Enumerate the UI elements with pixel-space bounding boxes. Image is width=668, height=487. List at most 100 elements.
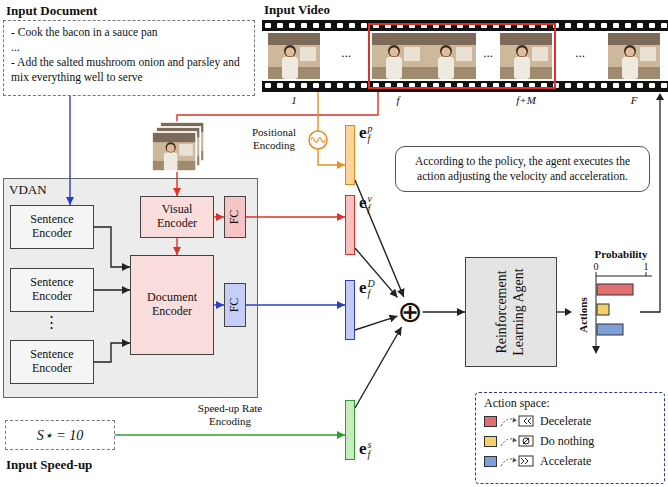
sentence-encoder: Sentence Encoder [10,205,94,249]
connector [214,304,224,305]
box-text: - Add the salted mushroom onion and pars… [11,55,247,85]
chart-label: 0 [594,261,599,272]
vdan-module: VDANSentence EncoderVisual EncoderSenten… [3,178,258,398]
superscript: D [368,279,375,290]
sentence-encoder: Sentence Encoder [10,340,94,384]
input-document-box: Input Document- Cook the bacon in a sauc… [3,20,255,96]
document-encoder: Document Encoder [130,255,214,355]
text-group: Document Encoder [134,291,210,319]
connector [176,238,177,255]
embedding-vector: epf [345,125,355,185]
connector [177,92,378,196]
box-heading: Input Video [264,2,330,18]
text-group: Sentence Encoder [14,348,90,376]
icon-glyph [523,438,529,444]
action-flow-arrows [557,93,664,316]
arrow-head [513,458,518,463]
icon-frame [519,436,533,446]
text-group: Visual Encoder [144,203,210,231]
arrow-head [513,418,518,423]
rl-agent-box: Reinforcement Learning Agent [465,257,557,367]
vector-label: evf [359,193,372,215]
connector [94,289,130,290]
legend-swatch [484,436,497,447]
embedding-vector: evf [345,195,355,255]
box-label: Visual Encoder [144,203,210,231]
subscript: f [368,289,375,300]
connector [69,96,70,205]
connector [115,434,345,435]
box-label: Sentence Encoder [14,348,90,376]
connector [355,248,398,297]
legend-label: Accelerate [540,454,591,469]
fc-layer: FC [224,196,246,238]
subscript: f [368,134,373,145]
legend-heading: Action space: [484,396,656,411]
icon-glyph [521,458,528,464]
embedding-vector: eDf [345,280,355,340]
legend-swatch [484,456,497,467]
legend-row: Accelerate [484,451,656,471]
edge-label: Positional Encoding [242,126,306,152]
subscript: f [368,450,372,461]
video-filmstrip: Input Video [262,20,668,92]
embedding-vector: esf [345,400,355,460]
vdan-ground [3,178,258,398]
box-heading: Input Document [6,3,97,20]
index-stack: pf [368,124,373,145]
sum-symbol: ⊕ [398,294,423,329]
ellipsis-mark: ⋮ [44,314,59,331]
superscript: v [368,194,372,205]
frame-label: ... [483,46,493,60]
icon-glyph [524,418,531,424]
box-text: ... [11,40,247,55]
vector-symbol: e [359,193,367,212]
sentence-encoder: Sentence Encoder [10,268,94,312]
action-space-box: Action space: Decelerate Do nothingAcceler… [475,392,665,484]
frame-label: F [631,94,638,106]
connector [246,304,345,305]
policy-callout: According to the policy, the agent execu… [395,146,650,192]
frame-label: 1 [291,94,297,106]
text-group: Sentence Encoder [14,213,90,241]
chart-label: Actions [577,297,589,332]
connector [318,92,345,165]
legend-label: Decelerate [540,414,591,429]
vector-symbol: e [359,123,367,142]
probability-chart [592,272,652,354]
rotated-label: FC [228,285,241,325]
superscript: s [368,440,372,451]
speedup-input-box: S⋆ = 10Input Speed-up [5,420,115,450]
visual-encoder: Visual Encoder [140,196,214,238]
connector [246,216,345,217]
index-stack: sf [368,440,372,461]
action-icon [500,454,536,468]
sum-operator: ⊕ [398,297,423,327]
edge-label: Speed-up Rate Encoding [190,402,270,428]
connector [94,343,130,362]
legend-row: Do nothing [484,431,656,451]
input-heading: Input Speed-up [6,457,92,473]
film-strip [262,20,668,92]
connector [214,216,224,217]
speedup-value: S⋆ = 10 [37,427,83,444]
icon-glyph [523,438,529,444]
box-text: - Cook the bacon in a sauce pan [11,25,247,40]
icon-frame [519,416,533,426]
connector [355,327,402,408]
box-label: Document Encoder [134,291,210,319]
index-stack: vf [368,194,372,215]
frame-label: ... [341,46,351,60]
connector [423,311,465,312]
arrow-head [513,438,518,443]
action-icon [500,434,536,448]
chart-label: Probability [595,248,648,260]
frame-label: f+M [516,94,536,106]
icon-frame [519,456,533,466]
positional-encoding-symbol [309,131,327,149]
text-group: Sentence Encoder [14,276,90,304]
vector-label: esf [359,439,371,461]
rotated-label: Reinforcement Learning Agent [494,262,528,362]
frame-label: ... [575,46,585,60]
